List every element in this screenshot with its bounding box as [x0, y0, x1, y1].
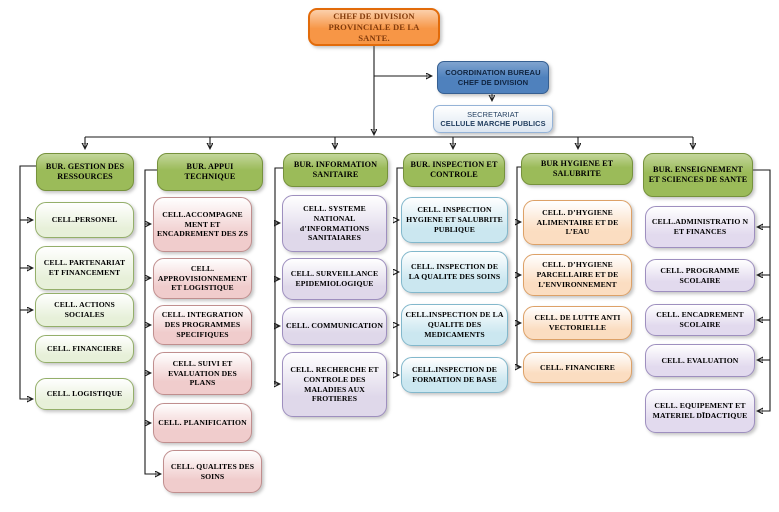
cell-label: CELL.ADMINISTRATIO N ET FINANCES — [651, 217, 749, 236]
bureau-hygiene-salubrite: BUR HYGIENE ET SALUBRITE — [521, 153, 633, 185]
bureau-inspection-controle: BUR. INSPECTION ET CONTROLE — [403, 153, 505, 187]
cell-inspection-qualite-medicaments: CELL.INSPECTION DE LA QUALITE DES MEDICA… — [401, 304, 508, 346]
bureau-label: BUR. APPUI TECHNIQUE — [184, 161, 236, 182]
cell-hygiene-parcellaire-environnement: CELL. D’HYGIENE PARCELLAIRE ET DE L’ENVI… — [523, 254, 632, 296]
cell-label: CELL. APPROVISIONNEMENT ET LOGISTIQUE — [157, 263, 248, 293]
bureau-label: BUR. GESTION DES RESSOURCES — [45, 161, 125, 182]
coordination-bureau-box: COORDINATION BUREAU CHEF DE DIVISION — [437, 61, 549, 94]
bureau-appui-technique: BUR. APPUI TECHNIQUE — [157, 153, 263, 191]
cell-integration-programmes: CELL. INTEGRATION DES PROGRAMMES SPECIFI… — [153, 305, 252, 345]
cell-equipement-materiel-didactique: CELL. EQUIPEMENT ET MATERIEL DĪDACTIQUE — [645, 389, 755, 433]
cell-label: CELL. SURVEILLANCE EPIDEMIOLOGIQUE — [290, 269, 379, 288]
cell-approvisionnement-logistique: CELL. APPROVISIONNEMENT ET LOGISTIQUE — [153, 258, 252, 299]
cell-encadrement-scolaire: CELL. ENCADREMENT SCOLAIRE — [645, 304, 755, 336]
cell-label: CELL. INSPECTION DE LA QUALITE DES SOINS — [408, 262, 501, 281]
bureau-information-sanitaire: BUR. INFORMATION SANITAIRE — [283, 153, 388, 187]
cell-inspection-hygiene-salubrite: CELL. INSPECTION HYGIENE ET SALUBRITE PU… — [401, 197, 508, 243]
bureau-label: BUR. ENSEIGNEMENT ET SCIENCES DE SANTE — [648, 164, 748, 185]
cell-label: CELL. DE LUTTE ANTI VECTORIELLE — [534, 313, 621, 332]
cell-hygiene-alimentaire-eau: CELL. D’HYGIENE ALIMENTAIRE ET DE L’EAU — [523, 200, 632, 245]
cell-label: CELL. ACTIONS SOCIALES — [54, 300, 115, 319]
cell-label: CELL. ENCADREMENT SCOLAIRE — [656, 310, 744, 329]
cell-label: CELL. FINANCIERE — [539, 362, 616, 372]
cell-label: CELL. EQUIPEMENT ET MATERIEL DĪDACTIQUE — [652, 401, 748, 420]
cell-inspection-formation-base: CELL.INSPECTION DE FORMATION DE BASE — [401, 357, 508, 393]
secretariat-box: SECRETARIAT CELLULE MARCHE PUBLICS — [433, 105, 553, 133]
cell-label: CELL. PLANIFICATION — [158, 418, 247, 428]
cell-personel: CELL.PERSONEL — [35, 202, 134, 238]
cell-label: CELL. INSPECTION HYGIENE ET SALUBRITE PU… — [406, 205, 503, 234]
cell-actions-sociales: CELL. ACTIONS SOCIALES — [35, 293, 134, 327]
bureau-label: BUR. INSPECTION ET CONTROLE — [410, 159, 498, 180]
cell-accompagnement-zs: CELL.ACCOMPAGNE MENT ET ENCADREMENT DES … — [153, 197, 252, 252]
secretariat-line2: CELLULE MARCHE PUBLICS — [440, 119, 546, 128]
bureau-gestion-ressources: BUR. GESTION DES RESSOURCES — [36, 153, 134, 191]
cell-label: CELL.INSPECTION DE FORMATION DE BASE — [411, 365, 498, 384]
cell-evaluation: CELL. EVALUATION — [645, 344, 755, 377]
cell-label: CELL. EVALUATION — [661, 355, 739, 365]
cell-recherche-maladies-frontieres: CELL. RECHERCHE ET CONTROLE DES MALADIES… — [282, 352, 387, 417]
bureau-label: BUR HYGIENE ET SALUBRITE — [540, 158, 614, 179]
secretariat-line1: SECRETARIAT — [467, 109, 519, 119]
cell-label: CELL. PARTENARIAT ET FINANCEMENT — [43, 258, 126, 277]
cell-label: CELL. D’HYGIENE PARCELLAIRE ET DE L’ENVI… — [536, 260, 619, 289]
bureau-enseignement-sciences: BUR. ENSEIGNEMENT ET SCIENCES DE SANTE — [643, 153, 753, 197]
cell-label: CELL. RECHERCHE ET CONTROLE DES MALADIES… — [290, 364, 379, 404]
cell-qualites-soins: CELL. QUALITES DES SOINS — [163, 450, 262, 493]
cell-label: CELL. FINANCIERE — [46, 344, 123, 354]
bureau-label: BUR. INFORMATION SANITAIRE — [293, 159, 378, 180]
cell-financiere-gestion: CELL. FINANCIERE — [35, 335, 134, 363]
cell-label: CELL. QUALITES DES SOINS — [170, 461, 255, 481]
cell-planification: CELL. PLANIFICATION — [153, 403, 252, 443]
cell-label: CELL. COMMUNICATION — [286, 321, 383, 331]
cell-surveillance-epidemiologique: CELL. SURVEILLANCE EPIDEMIOLOGIQUE — [282, 258, 387, 300]
cell-label: CELL.INSPECTION DE LA QUALITE DES MEDICA… — [405, 310, 504, 339]
cell-logistique: CELL. LOGISTIQUE — [35, 378, 134, 410]
coordination-bureau-label: COORDINATION BUREAU CHEF DE DIVISION — [445, 68, 540, 87]
cell-label: CELL. PROGRAMME SCOLAIRE — [660, 265, 740, 285]
cell-administration-finances: CELL.ADMINISTRATIO N ET FINANCES — [645, 206, 755, 248]
coordination-line2: CHEF DE DIVISION — [457, 77, 529, 87]
cell-label: CELL. SUIVI ET EVALUATION DES PLANS — [168, 358, 237, 388]
cell-label: CELL. SYSTEME NATIONAL d’INFORMATIONS SA… — [299, 203, 370, 243]
cell-label: CELL. LOGISTIQUE — [46, 389, 123, 399]
connectors — [19, 46, 771, 474]
cell-label: CELL. D’HYGIENE ALIMENTAIRE ET DE L’EAU — [536, 207, 619, 237]
cell-systeme-national-informations: CELL. SYSTEME NATIONAL d’INFORMATIONS SA… — [282, 195, 387, 252]
coordination-line1: COORDINATION BUREAU — [445, 67, 541, 77]
cell-suivi-evaluation-plans: CELL. SUIVI ET EVALUATION DES PLANS — [153, 352, 252, 395]
cell-inspection-qualite-soins: CELL. INSPECTION DE LA QUALITE DES SOINS — [401, 251, 508, 293]
cell-communication: CELL. COMMUNICATION — [282, 307, 387, 345]
chief-division-label: CHEF DE DIVISION PROVINCIALE DE LA SANTE… — [328, 10, 420, 43]
cell-partenariat-financement: CELL. PARTENARIAT ET FINANCEMENT — [35, 246, 134, 290]
chief-division-box: CHEF DE DIVISION PROVINCIALE DE LA SANTE… — [308, 8, 440, 46]
cell-label: CELL.ACCOMPAGNE MENT ET ENCADREMENT DES … — [157, 209, 248, 239]
secretariat-label: SECRETARIAT CELLULE MARCHE PUBLICS — [440, 110, 545, 129]
cell-programme-scolaire: CELL. PROGRAMME SCOLAIRE — [645, 259, 755, 292]
cell-financiere-hygiene: CELL. FINANCIERE — [523, 352, 632, 383]
cell-lutte-anti-vectorielle: CELL. DE LUTTE ANTI VECTORIELLE — [523, 306, 632, 340]
cell-label: CELL.PERSONEL — [51, 215, 118, 225]
cell-label: CELL. INTEGRATION DES PROGRAMMES SPECIFI… — [161, 310, 244, 339]
